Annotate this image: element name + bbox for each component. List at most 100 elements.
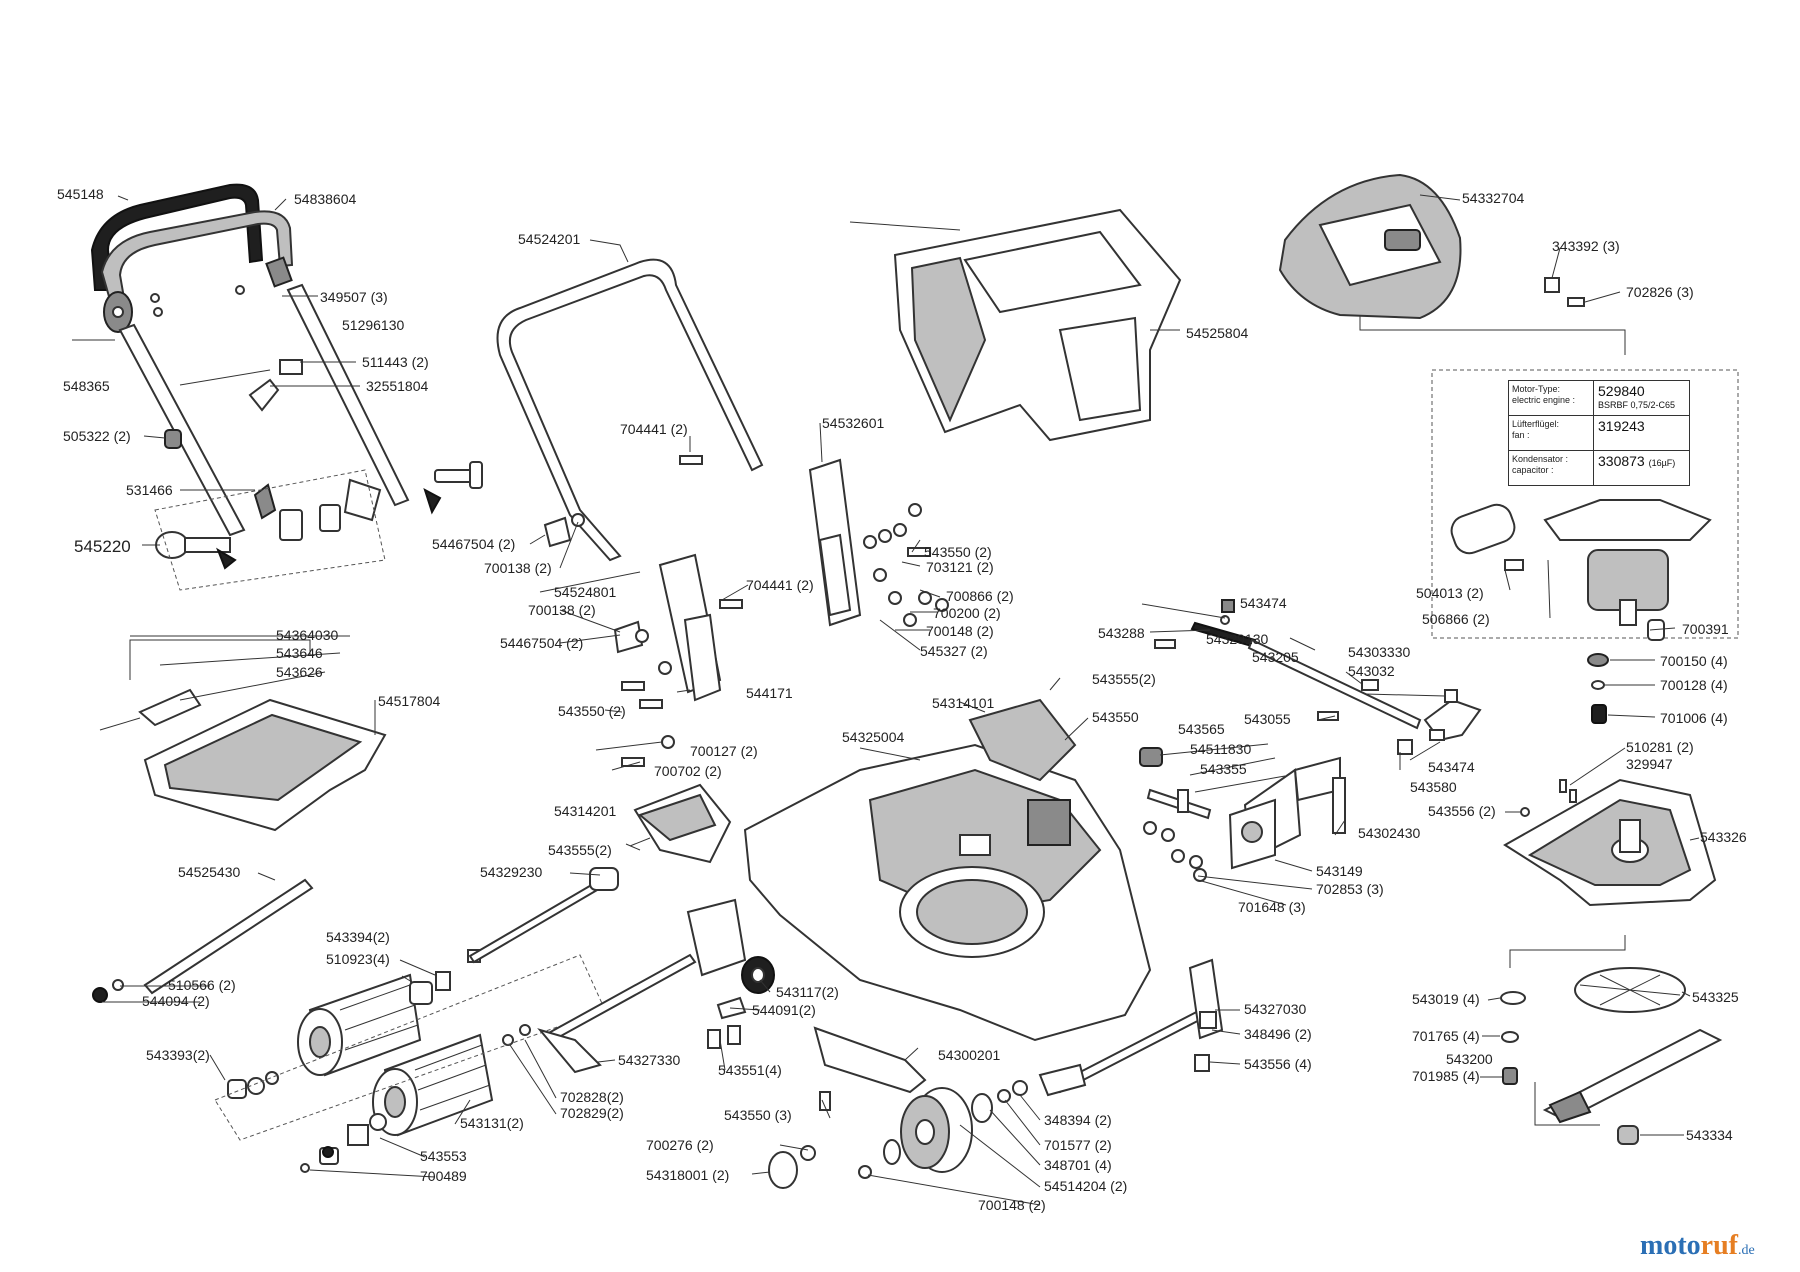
motor-type-number: 529840 [1598, 383, 1645, 399]
label-54838604: 54838604 [294, 191, 357, 207]
label-701006: 701006 (4) [1660, 710, 1728, 726]
label-700866: 700866 (2) [946, 588, 1014, 604]
brand-logo: motoruf.de [1640, 1230, 1755, 1262]
label-343392: 343392 (3) [1552, 238, 1620, 254]
label-348496: 348496 (2) [1244, 1026, 1312, 1042]
label-543288: 543288 [1098, 625, 1145, 641]
label-701765: 701765 (4) [1412, 1028, 1480, 1044]
rear-axle-54327330 [537, 898, 775, 1074]
label-543393: 543393(2) [146, 1047, 210, 1063]
blade-bracket [1509, 935, 1626, 1126]
label-54329230: 54329230 [480, 864, 543, 880]
front-wheel-hardware [768, 1091, 872, 1189]
label-700200: 700200 (2) [933, 605, 1001, 621]
label-543325: 543325 [1692, 989, 1739, 1005]
label-548365: 548365 [63, 378, 110, 394]
label-703121: 703121 (2) [926, 559, 994, 575]
label-511443: 511443 (2) [362, 354, 429, 370]
label-700127: 700127 (2) [690, 743, 758, 759]
label-54524201: 54524201 [518, 231, 581, 247]
label-54314201: 54314201 [554, 803, 617, 819]
label-543555-a: 543555(2) [548, 842, 612, 858]
label-543556-a: 543556 (2) [1428, 803, 1496, 819]
label-543117: 543117(2) [776, 984, 839, 1000]
label-543334: 543334 [1686, 1127, 1733, 1143]
label-54332704: 54332704 [1462, 190, 1525, 206]
label-700150: 700150 (4) [1660, 653, 1728, 669]
label-349507: 349507 (3) [320, 289, 388, 305]
label-54364030: 54364030 [276, 627, 339, 643]
label-543149: 543149 [1316, 863, 1363, 879]
fan-row: Lüfterflügel:fan : 319243 [1509, 416, 1689, 451]
label-544171: 544171 [746, 685, 793, 701]
label-700489: 700489 [420, 1168, 467, 1184]
blade-543200 [1542, 1028, 1723, 1124]
capacitor-key-line2: capacitor : [1512, 465, 1554, 475]
chute-54314201 [633, 783, 732, 864]
label-700128: 700128 (4) [1660, 677, 1728, 693]
label-543326: 543326 [1700, 829, 1747, 845]
label-702828: 702828(2) [560, 1089, 624, 1105]
roller-543131-b [372, 1033, 494, 1137]
brand-tld: .de [1737, 1243, 1755, 1258]
upper-handle-545148 [90, 183, 264, 291]
label-700138-b: 700138 (2) [528, 602, 596, 618]
label-543555-b: 543555(2) [1092, 671, 1156, 687]
motor-unit [1543, 499, 1712, 626]
label-504013: 504013 (2) [1416, 585, 1484, 601]
label-543556-b: 543556 (4) [1244, 1056, 1312, 1072]
label-510923: 510923(4) [326, 951, 390, 967]
label-54525804: 54525804 [1186, 325, 1249, 341]
label-702853: 702853 (3) [1316, 881, 1384, 897]
motor-type-sub: BSRBF 0,75/2-C65 [1598, 400, 1676, 410]
motor-type-key: Motor-Type:electric engine : [1509, 381, 1594, 415]
motor-cover-54332704 [1278, 173, 1462, 320]
rear-flap-54517804 [99, 688, 387, 832]
label-700276: 700276 (2) [646, 1137, 714, 1153]
capacitor-row: Kondensator :capacitor : 330873 (16µF) [1509, 451, 1689, 485]
label-54300201: 54300201 [938, 1047, 1001, 1063]
handle-detail-box [154, 469, 386, 591]
fan-key-line1: Lüfterflügel: [1512, 419, 1560, 429]
label-348701: 348701 (4) [1044, 1157, 1112, 1173]
label-505322: 505322 (2) [63, 428, 131, 444]
label-700138-a: 700138 (2) [484, 560, 552, 576]
label-700391: 700391 [1682, 621, 1729, 637]
leader-lines [72, 194, 1700, 1206]
label-545148: 545148 [57, 186, 104, 202]
label-543355: 543355 [1200, 761, 1247, 777]
label-543580: 543580 [1410, 779, 1457, 795]
label-54514204: 54514204 (2) [1044, 1178, 1127, 1194]
chute-54314101 [968, 698, 1077, 782]
label-701577: 701577 (2) [1044, 1137, 1112, 1153]
cover-screws [1544, 277, 1585, 307]
label-54318001: 54318001 (2) [646, 1167, 729, 1183]
capacitor-unit: (16µF) [1648, 458, 1676, 468]
label-543553: 543553 [420, 1148, 467, 1164]
label-54303330: 54303330 [1348, 644, 1411, 660]
roller-detail-box [214, 954, 606, 1141]
label-543394: 543394(2) [326, 929, 390, 945]
handle-bracket-548365 [103, 291, 133, 333]
adjuster-parts [1139, 599, 1482, 820]
label-543646: 543646 [276, 645, 323, 661]
motor-type-key-line2: electric engine : [1512, 395, 1576, 405]
label-543550-a: 543550 (2) [924, 544, 992, 560]
label-543551: 543551(4) [718, 1062, 782, 1078]
label-54524801: 54524801 [554, 584, 617, 600]
label-54325004: 54325004 [842, 729, 905, 745]
label-543019: 543019 (4) [1412, 991, 1480, 1007]
height-washers [1143, 821, 1207, 882]
label-543565: 543565 [1178, 721, 1225, 737]
label-543626: 543626 [276, 664, 323, 680]
grass-box-54525804 [849, 208, 1182, 442]
fan-key: Lüfterflügel:fan : [1509, 416, 1594, 450]
label-54327030: 54327030 [1244, 1001, 1307, 1017]
label-545220: 545220 [74, 537, 131, 556]
label-702829: 702829(2) [560, 1105, 624, 1121]
capacitor-number: 330873 [1598, 453, 1645, 469]
